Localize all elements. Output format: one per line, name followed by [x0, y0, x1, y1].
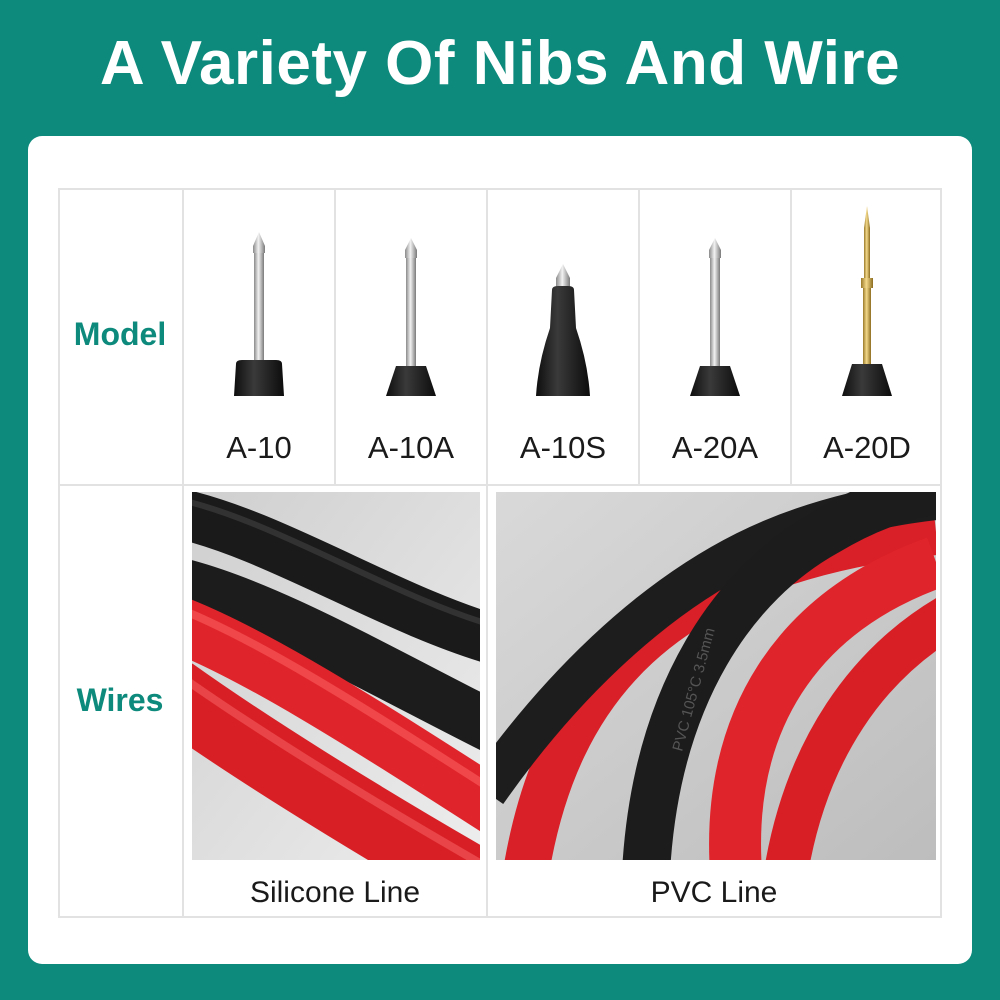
wire-label-pvc: PVC Line: [650, 876, 778, 909]
pvc-wire-image: PVC 105°C 3.5mm: [496, 492, 936, 860]
silicone-wire-image: [192, 492, 480, 860]
nib-a10a-image: [336, 188, 486, 428]
page-title: A Variety Of Nibs And Wire: [99, 29, 901, 98]
nib-label-a10s: A-10S: [519, 430, 607, 465]
nib-label-a20a: A-20A: [671, 430, 759, 465]
nib-a10s-image: [488, 188, 638, 428]
nib-label-a20d: A-20D: [823, 430, 911, 465]
comparison-table: Model Wires: [58, 188, 942, 918]
row-label-wires: Wires: [76, 682, 164, 718]
nib-a10-image: [184, 188, 334, 428]
nib-label-a10: A-10: [226, 430, 292, 465]
wire-label-silicone: Silicone Line: [249, 876, 421, 909]
nib-a20d-image: [792, 188, 942, 428]
nib-label-a10a: A-10A: [367, 430, 455, 465]
comparison-card: Model Wires: [28, 136, 972, 964]
row-label-model: Model: [73, 316, 167, 352]
nib-a20a-image: [640, 188, 790, 428]
